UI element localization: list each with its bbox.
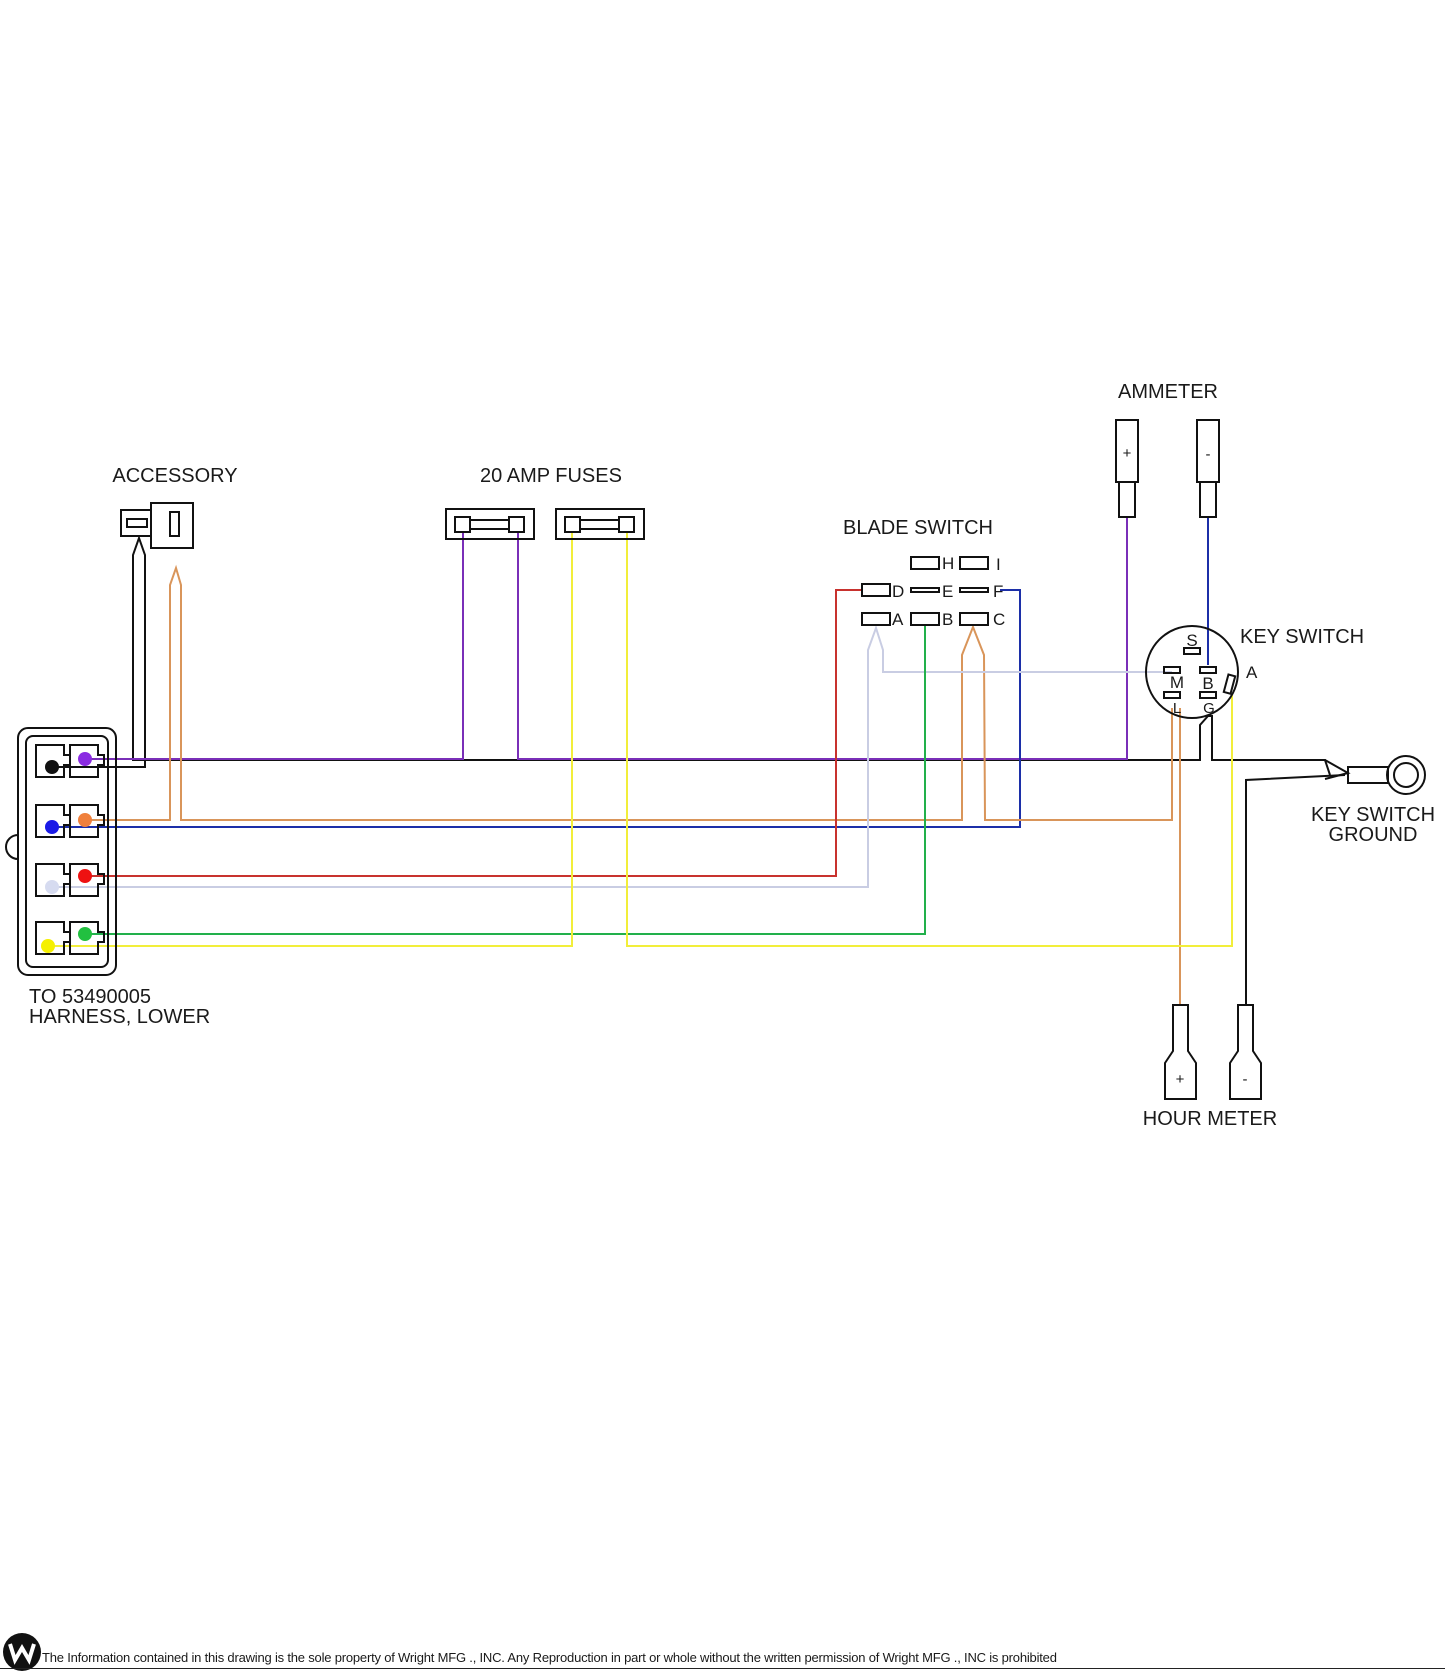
- fuse-2: [555, 508, 645, 540]
- key-pin-m: M: [1170, 673, 1184, 692]
- pin-yellow: [41, 939, 55, 953]
- label-blade-switch: BLADE SWITCH: [843, 517, 993, 539]
- key-pin-s: S: [1186, 631, 1197, 650]
- wires: [52, 517, 1346, 1005]
- wire-yellow-fuse2: [626, 533, 1233, 947]
- key-switch-pin-labels: S M B L G A: [1170, 631, 1258, 717]
- footer-notice: The Information contained in this drawin…: [42, 1650, 1057, 1665]
- wright-logo-icon: [3, 1633, 41, 1671]
- label-fuses: 20 AMP FUSES: [480, 465, 622, 487]
- pin-red: [78, 869, 92, 883]
- wire-purple-ammeter: [517, 517, 1128, 760]
- pin-label-a: A: [892, 610, 904, 629]
- accessory-connector: [120, 502, 194, 549]
- wire-red: [85, 589, 862, 877]
- ammeter-terminals: [1115, 419, 1220, 518]
- pin-label-b: B: [942, 610, 953, 629]
- pin-label-d: D: [892, 582, 904, 601]
- key-pin-b: B: [1202, 674, 1213, 693]
- pin-green: [78, 927, 92, 941]
- wire-black-ground: [1245, 774, 1346, 1005]
- wire-white: [52, 624, 1172, 888]
- connector-pin-dots: [41, 752, 92, 953]
- ammeter-minus: -: [1206, 446, 1211, 463]
- hour-meter-plus: +: [1176, 1071, 1185, 1088]
- wire-black-main: [52, 534, 1331, 776]
- label-harness-line2: HARNESS, LOWER: [29, 1006, 210, 1028]
- wire-green: [85, 626, 926, 935]
- key-switch-body: [1145, 625, 1239, 719]
- key-pin-l: L: [1173, 700, 1181, 717]
- label-ground-line1: KEY SWITCH: [1311, 804, 1435, 826]
- pin-blue: [45, 820, 59, 834]
- pin-label-c: C: [993, 610, 1005, 629]
- key-pin-a: A: [1246, 663, 1258, 682]
- pin-white: [45, 880, 59, 894]
- pin-purple: [78, 752, 92, 766]
- wire-yellow-fuse1: [52, 533, 573, 947]
- pin-black: [45, 760, 59, 774]
- blade-switch-terminals: [861, 556, 989, 626]
- fuse-holders: [445, 508, 645, 540]
- label-accessory: ACCESSORY: [112, 465, 237, 487]
- wire-purple-fuse: [85, 533, 464, 760]
- label-hour-meter: HOUR METER: [1143, 1108, 1277, 1130]
- wire-orange-accessory: [85, 564, 1173, 821]
- footer-divider: [0, 1668, 1445, 1669]
- wire-blue: [52, 589, 1021, 828]
- component-labels: ACCESSORY 20 AMP FUSES BLADE SWITCH AMME…: [29, 381, 1435, 1130]
- key-pin-g: G: [1203, 700, 1215, 717]
- fuse-1: [445, 508, 535, 540]
- harness-connector: [5, 727, 117, 976]
- blade-switch-pin-labels: H I D E F A B C: [892, 554, 1005, 629]
- label-ground-line2: GROUND: [1329, 824, 1418, 846]
- hour-meter-terminals: [1164, 1004, 1262, 1100]
- pin-label-f: F: [993, 582, 1003, 601]
- label-ammeter: AMMETER: [1118, 381, 1218, 403]
- ammeter-plus: +: [1123, 445, 1132, 462]
- pin-label-h: H: [942, 554, 954, 573]
- pin-label-e: E: [942, 582, 953, 601]
- connector-cells: [35, 744, 105, 955]
- hour-meter-minus: -: [1243, 1071, 1248, 1088]
- label-key-switch: KEY SWITCH: [1240, 626, 1364, 648]
- pin-label-i: I: [996, 555, 1001, 574]
- ground-ring-terminal: [1324, 755, 1426, 795]
- pin-orange: [78, 813, 92, 827]
- label-harness-line1: TO 53490005: [29, 986, 151, 1008]
